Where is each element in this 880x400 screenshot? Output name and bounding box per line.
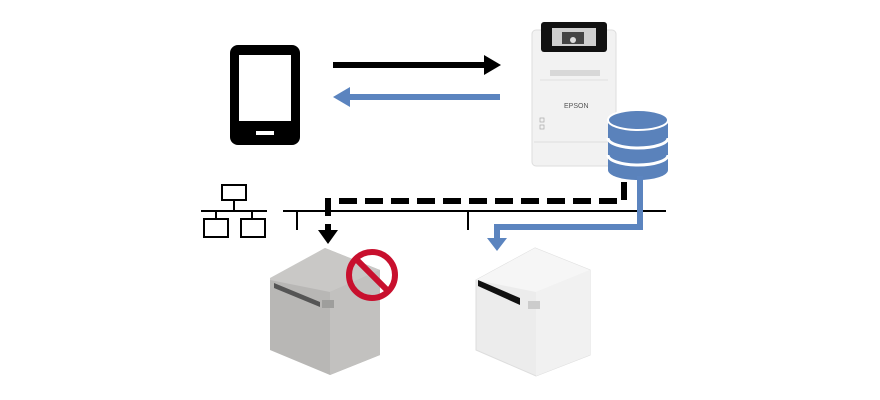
target-printer-icon bbox=[475, 247, 591, 377]
database-icon bbox=[606, 109, 670, 180]
tablet-icon bbox=[230, 45, 300, 145]
redirect-path-arrow bbox=[487, 176, 643, 251]
request-arrow bbox=[333, 55, 501, 75]
response-arrow bbox=[333, 87, 500, 107]
blocked-path-arrow bbox=[318, 182, 627, 244]
main-printer-icon: EPSON bbox=[531, 22, 617, 167]
network-bus bbox=[283, 210, 666, 230]
network-icon bbox=[201, 184, 267, 238]
prohibited-icon bbox=[346, 249, 398, 301]
brand-logo: EPSON bbox=[564, 103, 589, 110]
